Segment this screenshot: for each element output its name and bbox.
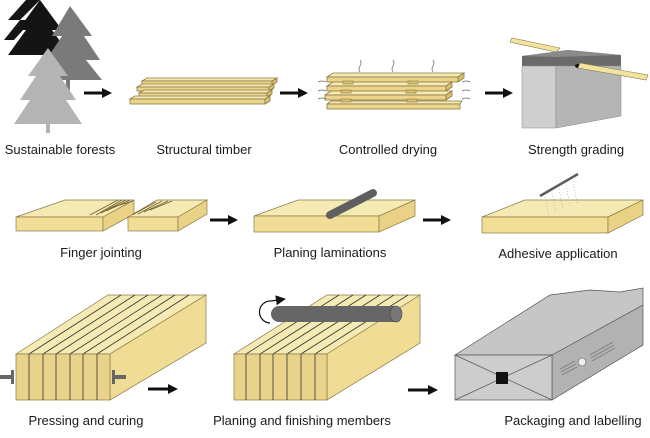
stickers xyxy=(340,80,419,103)
machine-top-light xyxy=(522,50,621,57)
step-label-structural-timber: Structural timber xyxy=(156,142,252,157)
label-square xyxy=(496,372,508,384)
step-label-finger-jointing: Finger jointing xyxy=(60,245,142,260)
drying-board xyxy=(325,72,466,83)
finishing-roller xyxy=(271,306,402,322)
step-label-strength-grading: Strength grading xyxy=(527,142,625,157)
step-label-planing-and-finishing: Planing and finishing members xyxy=(213,413,391,428)
drying-board xyxy=(323,90,454,101)
press-clamp-icon xyxy=(0,294,208,401)
side-logo xyxy=(577,357,587,367)
step-label-packaging-and-labelling: Packaging and labelling xyxy=(504,413,642,428)
package-icon xyxy=(453,287,644,401)
moisture-vapour-lines xyxy=(317,59,471,100)
finishing-roller-icon xyxy=(232,294,422,401)
adhesive-spray xyxy=(544,180,578,217)
tree-black xyxy=(4,0,70,55)
step-label-pressing-and-curing: Pressing and curing xyxy=(28,413,144,428)
grading-machine-icon xyxy=(509,37,649,129)
adhesive-nozzle xyxy=(539,172,579,198)
drying-board xyxy=(325,100,463,110)
step-label-adhesive-application: Adhesive application xyxy=(498,246,618,261)
timber-stack-icon xyxy=(128,77,279,105)
drying-stack-icon xyxy=(317,59,471,110)
planer-roller-icon xyxy=(253,189,416,233)
side-label-lines xyxy=(559,341,616,376)
timber-board xyxy=(128,95,272,105)
machine-front xyxy=(521,65,557,129)
machine-side xyxy=(555,65,622,129)
roller xyxy=(326,189,377,219)
step-label-controlled-drying: Controlled drying xyxy=(338,142,438,157)
finger-joint-icon xyxy=(15,199,209,232)
flow-arrows xyxy=(84,88,513,395)
tree-light xyxy=(14,48,82,133)
drying-board xyxy=(325,81,454,92)
input-board xyxy=(509,37,561,53)
step-label-sustainable-forests: Sustainable forests xyxy=(4,142,116,157)
rotation-arrow-icon xyxy=(258,295,286,324)
step-label-planing-laminations: Planing laminations xyxy=(273,245,387,260)
output-board xyxy=(577,62,649,81)
adhesive-spray-icon xyxy=(481,172,644,234)
trees-icon xyxy=(4,0,102,133)
clamp-left xyxy=(0,370,14,384)
clamp-right xyxy=(112,370,126,384)
